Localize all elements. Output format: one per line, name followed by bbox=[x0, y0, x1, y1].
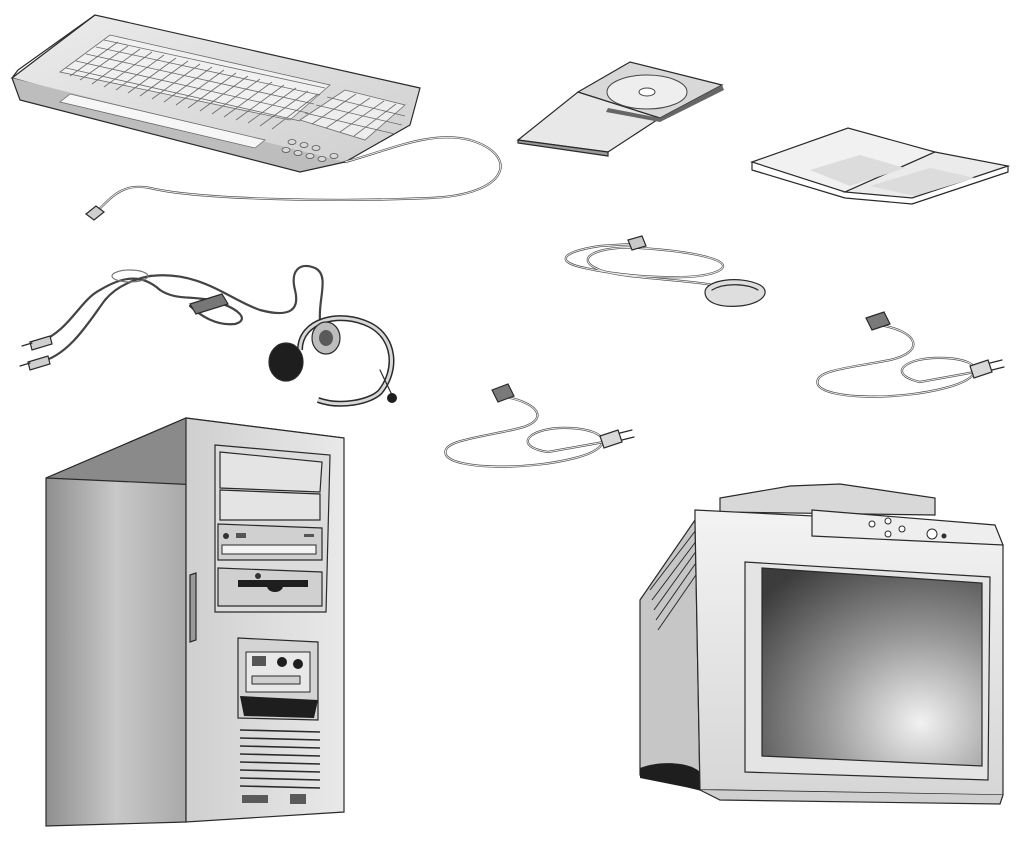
monitor-screen bbox=[761, 567, 983, 767]
power-cord-icon bbox=[444, 383, 635, 468]
drive-bays bbox=[214, 444, 331, 613]
monitor-buttons bbox=[868, 517, 947, 540]
keyboard-icon bbox=[10, 14, 502, 221]
monitor-side-vents bbox=[649, 529, 699, 631]
cd-case-icon bbox=[516, 61, 724, 157]
headset-icon bbox=[19, 264, 397, 407]
tower-vents bbox=[239, 729, 321, 789]
manual-booklet-icon bbox=[750, 127, 1011, 205]
brand-logo bbox=[242, 795, 268, 803]
keyboard-led-buttons bbox=[281, 139, 339, 162]
power-cord-icon bbox=[816, 311, 1005, 398]
crt-monitor-icon bbox=[639, 483, 1004, 805]
keyboard-keys bbox=[59, 34, 406, 149]
tower-pc-icon bbox=[45, 417, 345, 827]
model-badge bbox=[290, 794, 306, 804]
mouse-icon bbox=[564, 235, 766, 307]
front-io-panel bbox=[237, 637, 319, 721]
